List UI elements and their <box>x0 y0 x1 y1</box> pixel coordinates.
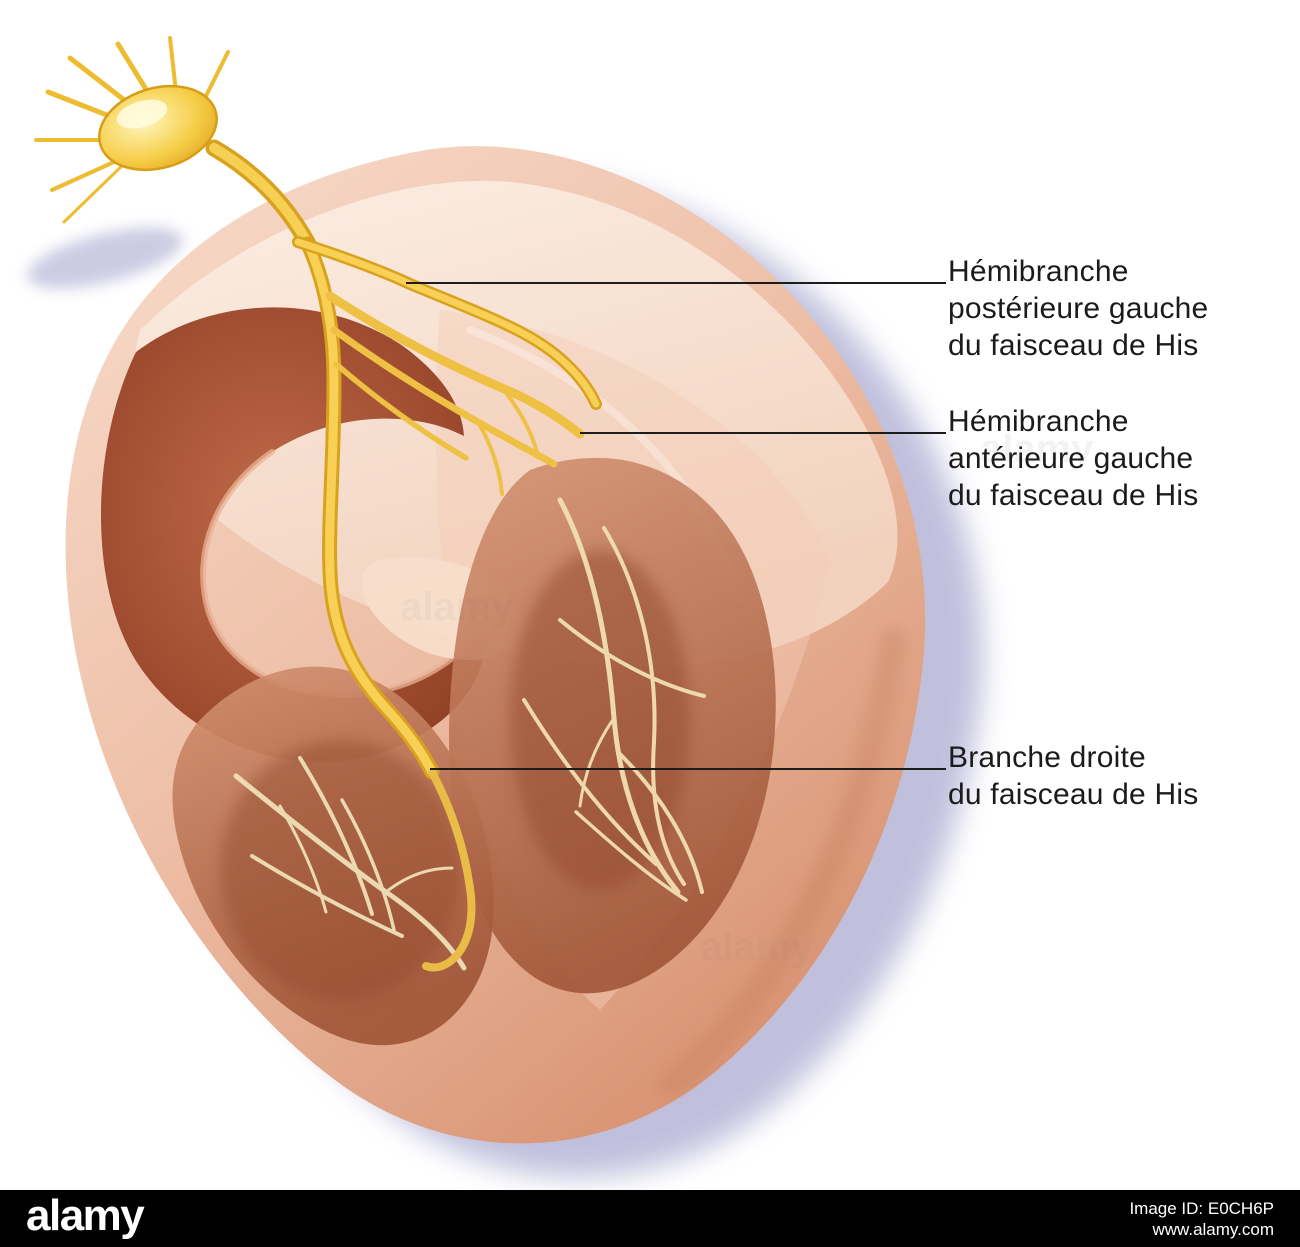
alamy-logo: alamy <box>26 1190 145 1240</box>
heart-illustration-svg: alamy alamy alamy <box>27 36 1094 1178</box>
faint-watermark-text: alamy <box>980 427 1094 471</box>
annotation-line: du faisceau de His <box>948 479 1199 512</box>
footer-meta: Image ID: E0CH6P www.alamy.com <box>1129 1198 1274 1240</box>
annotation-line: du faisceau de His <box>948 778 1199 811</box>
faint-watermark-text: alamy <box>400 585 514 629</box>
annotation-line: Branche droite <box>948 741 1146 774</box>
heart-illustration: alamy alamy alamy <box>27 36 1094 1178</box>
annotation-line: postérieure gauche <box>948 292 1209 325</box>
annotation-line: du faisceau de His <box>948 329 1199 362</box>
faint-watermark-text: alamy <box>700 925 814 969</box>
purkinje-fibers-right-ventricle <box>233 756 467 971</box>
annotation-line: Hémibranche <box>948 405 1129 438</box>
annotation-line: antérieure gauche <box>948 442 1194 475</box>
anterior-hemibranch <box>325 291 585 496</box>
posterior-hemibranch <box>292 236 602 410</box>
faint-watermarks: alamy alamy alamy <box>400 427 1094 969</box>
annotation-anterior-hemibranch: Hémibranche antérieure gauche du faiscea… <box>948 403 1198 514</box>
left-atrium-cavity <box>100 307 487 762</box>
image-id-text: Image ID: E0CH6P <box>1129 1198 1274 1218</box>
purkinje-fibers-left-ventricle <box>522 497 706 902</box>
sa-node <box>98 84 218 172</box>
annotation-posterior-hemibranch: Hémibranche postérieure gauche du faisce… <box>948 253 1208 364</box>
sa-node-highlight <box>116 99 168 129</box>
atrium-rim-highlight <box>200 449 487 698</box>
heart-rim-shade <box>659 627 906 1095</box>
footer-watermark-bar: alamy Image ID: E0CH6P www.alamy.com <box>0 1190 1300 1247</box>
his-bundle-trunk <box>205 139 440 780</box>
right-bundle-branch <box>422 768 476 972</box>
node-shadow <box>27 227 183 289</box>
annotation-line: Hémibranche <box>948 255 1129 288</box>
annotation-right-bundle: Branche droite du faisceau de His <box>948 739 1198 813</box>
website-text: www.alamy.com <box>1152 1219 1274 1239</box>
